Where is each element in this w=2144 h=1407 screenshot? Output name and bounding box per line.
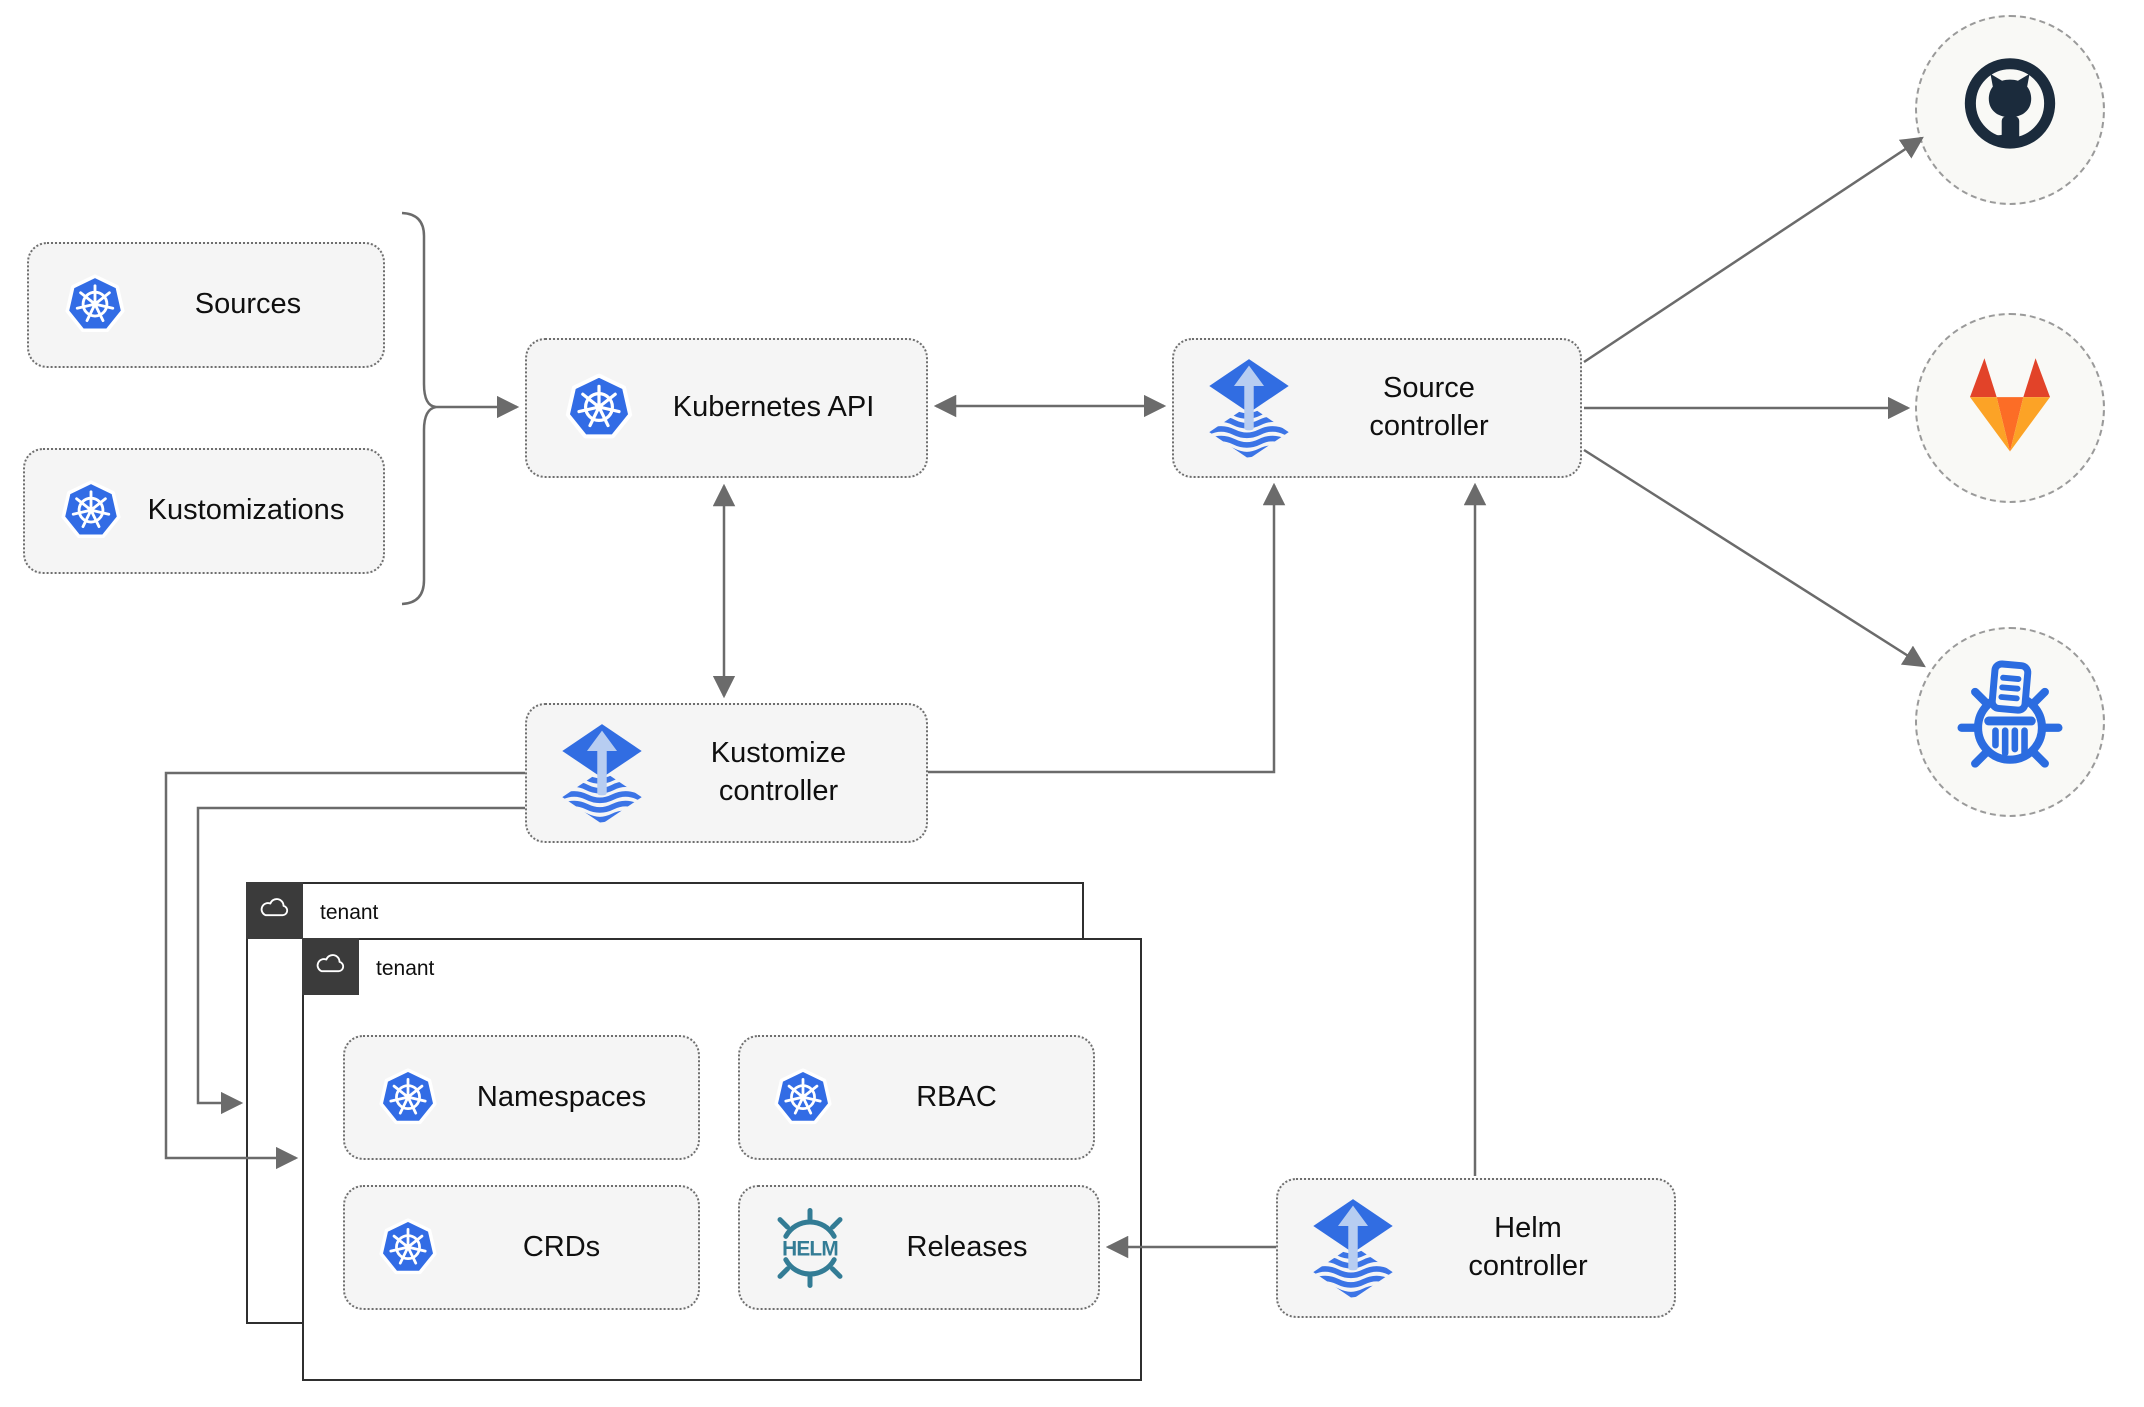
connector-kustomizectrl-sourcectrl xyxy=(928,482,1286,774)
cloud-icon xyxy=(313,952,347,981)
node-source-controller-label: Source controller xyxy=(1369,372,1489,442)
node-rbac-label: RBAC xyxy=(916,1080,997,1113)
flux-icon xyxy=(559,722,645,825)
tenant-front-label: tenant xyxy=(376,956,435,980)
tenant-badge xyxy=(301,937,359,995)
external-helm-repository xyxy=(1915,627,2105,817)
helm-icon: HELM xyxy=(770,1207,850,1288)
external-gitlab xyxy=(1915,313,2105,503)
node-releases-label: Releases xyxy=(906,1230,1028,1263)
kubernetes-icon xyxy=(772,1067,834,1129)
node-crds-label: CRDs xyxy=(522,1230,601,1263)
node-sources-label: Sources xyxy=(194,288,302,321)
node-rbac: RBAC xyxy=(738,1035,1095,1160)
node-crds: CRDs xyxy=(343,1185,700,1310)
flux-icon xyxy=(1206,357,1292,460)
helm-repository-icon xyxy=(1948,658,2072,787)
kubernetes-icon xyxy=(63,273,127,337)
node-kustomize-controller-label: Kustomize controller xyxy=(710,737,847,807)
node-helm-controller-label: Helm controller xyxy=(1468,1212,1588,1282)
connector-sourcectrl-helmrepo xyxy=(1583,448,1926,668)
node-kustomizations: Kustomizations xyxy=(23,448,385,574)
flux-icon xyxy=(1310,1197,1396,1300)
node-kubernetes-api: Kubernetes API xyxy=(525,338,928,478)
node-kustomizations-label: Kustomizations xyxy=(147,494,345,527)
node-namespaces-label: Namespaces xyxy=(476,1080,647,1113)
connector-sourcectrl-github xyxy=(1583,136,1924,364)
tenant-back-label: tenant xyxy=(320,900,379,924)
node-helm-controller: Helm controller xyxy=(1276,1178,1676,1318)
kubernetes-icon xyxy=(563,372,635,444)
kubernetes-icon xyxy=(377,1217,439,1279)
external-github xyxy=(1915,15,2105,205)
node-kustomize-controller: Kustomize controller xyxy=(525,703,928,843)
cloud-icon xyxy=(257,896,291,925)
node-releases: HELM Releases xyxy=(738,1185,1100,1310)
kubernetes-icon xyxy=(377,1067,439,1129)
node-source-controller: Source controller xyxy=(1172,338,1582,478)
node-namespaces: Namespaces xyxy=(343,1035,700,1160)
node-sources: Sources xyxy=(27,242,385,368)
node-kubernetes-api-label: Kubernetes API xyxy=(672,391,875,424)
helm-icon-text: HELM xyxy=(782,1237,838,1260)
gitlab-icon xyxy=(1954,356,2066,461)
github-icon xyxy=(1951,49,2069,172)
connector-brace xyxy=(401,211,437,606)
kubernetes-icon xyxy=(59,479,123,543)
tenant-badge xyxy=(245,881,303,939)
